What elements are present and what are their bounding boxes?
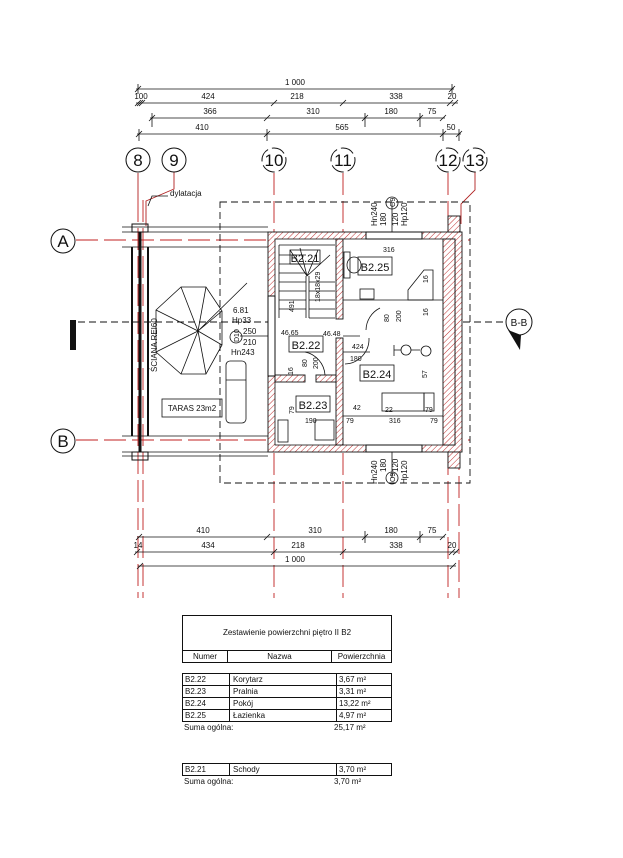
svg-text:218: 218 xyxy=(291,541,305,550)
svg-text:D10: D10 xyxy=(234,329,241,342)
room-b2-21: B2.21 xyxy=(291,253,320,265)
svg-text:79: 79 xyxy=(425,407,433,414)
grid-row-b: B xyxy=(57,432,68,451)
svg-text:366: 366 xyxy=(203,107,217,116)
svg-text:79: 79 xyxy=(346,418,354,425)
desk-chair xyxy=(393,344,432,357)
grid-col-9: 9 xyxy=(169,151,178,170)
room-b2-25: B2.25 xyxy=(361,262,390,274)
grid-col-13: 13 xyxy=(466,151,485,170)
svg-text:434: 434 xyxy=(201,541,215,550)
svg-text:250: 250 xyxy=(243,327,257,336)
svg-text:79: 79 xyxy=(430,418,438,425)
room-b2-23: B2.23 xyxy=(299,400,328,412)
roof-outline xyxy=(219,201,471,484)
table-header: Numer Nazwa Powierzchnia xyxy=(182,651,392,663)
svg-text:424: 424 xyxy=(201,92,215,101)
grid-col-11: 11 xyxy=(334,151,352,170)
svg-text:20: 20 xyxy=(448,541,457,550)
svg-text:410: 410 xyxy=(195,123,209,132)
svg-text:100: 100 xyxy=(134,92,148,101)
grid-col-8: 8 xyxy=(133,151,142,170)
svg-text:Hn240: Hn240 xyxy=(370,202,379,226)
svg-text:180: 180 xyxy=(384,107,398,116)
svg-text:46.48: 46.48 xyxy=(323,331,341,338)
terrace: ŚCIANA REI60 TARAS 23m2 6.81 Hp33 250 21… xyxy=(122,223,270,461)
svg-text:O9: O9 xyxy=(390,473,397,482)
svg-text:B-B: B-B xyxy=(511,318,528,329)
svg-text:80: 80 xyxy=(384,314,391,322)
svg-text:O9: O9 xyxy=(390,198,397,207)
grid-col-10: 10 xyxy=(265,151,284,170)
svg-text:75: 75 xyxy=(428,526,437,535)
building-walls xyxy=(267,215,463,469)
svg-text:218: 218 xyxy=(290,92,304,101)
svg-text:79: 79 xyxy=(289,406,296,414)
svg-text:57: 57 xyxy=(422,370,429,378)
svg-text:22: 22 xyxy=(385,407,393,414)
svg-text:180: 180 xyxy=(350,356,362,363)
svg-text:16: 16 xyxy=(423,275,430,283)
svg-text:6.81: 6.81 xyxy=(233,306,249,315)
svg-text:316: 316 xyxy=(389,418,401,425)
top-dimensions: 1 000 100 424 218 338 20 366 310 180 75 … xyxy=(134,78,463,141)
svg-text:16: 16 xyxy=(288,367,295,375)
svg-text:210: 210 xyxy=(243,338,257,347)
svg-text:310: 310 xyxy=(306,107,320,116)
svg-text:Hp120: Hp120 xyxy=(400,460,409,484)
room-b2-24: B2.24 xyxy=(363,369,392,381)
svg-text:316: 316 xyxy=(383,247,395,254)
bottom-dimensions: 410 310 180 75 14 434 218 338 20 1 000 xyxy=(134,526,460,570)
room-b2-22: B2.22 xyxy=(292,340,321,352)
svg-text:410: 410 xyxy=(196,526,210,535)
table-title: Zestawienie powierzchni piętro II B2 xyxy=(182,615,392,651)
svg-text:1 000: 1 000 xyxy=(285,78,306,87)
svg-text:Hp120: Hp120 xyxy=(400,202,409,226)
svg-text:200: 200 xyxy=(396,310,403,322)
svg-text:120: 120 xyxy=(391,212,400,226)
svg-text:46.65: 46.65 xyxy=(281,330,299,337)
grid-row-a: A xyxy=(57,232,69,251)
svg-text:491: 491 xyxy=(289,300,296,312)
svg-text:310: 310 xyxy=(308,526,322,535)
svg-text:14: 14 xyxy=(134,541,143,550)
svg-text:Hn243: Hn243 xyxy=(231,348,255,357)
terrace-label: TARAS 23m2 xyxy=(168,404,217,413)
grid-col-12: 12 xyxy=(439,151,458,170)
svg-text:42: 42 xyxy=(353,405,361,412)
interior: B2.21 18x18x29 491 46.65 46.48 B2.22 80 … xyxy=(277,196,443,485)
svg-text:180: 180 xyxy=(379,458,388,472)
table-sum: Suma ogólna:25,17 m² xyxy=(184,723,366,732)
sunbed xyxy=(225,360,247,424)
svg-text:200: 200 xyxy=(313,357,320,369)
umbrella-icon xyxy=(155,282,248,375)
svg-text:16: 16 xyxy=(423,308,430,316)
svg-text:Hn240: Hn240 xyxy=(370,460,379,484)
dilatation-label: dylatacja xyxy=(170,189,202,198)
wall-label: ŚCIANA REI60 xyxy=(150,318,159,372)
svg-text:18x18x29: 18x18x29 xyxy=(315,272,322,302)
svg-text:75: 75 xyxy=(428,107,437,116)
svg-text:338: 338 xyxy=(389,92,403,101)
svg-text:Hp33: Hp33 xyxy=(232,316,252,325)
svg-text:424: 424 xyxy=(352,344,364,351)
svg-text:20: 20 xyxy=(448,92,457,101)
svg-text:120: 120 xyxy=(391,458,400,472)
svg-text:180: 180 xyxy=(379,212,388,226)
svg-text:180: 180 xyxy=(384,526,398,535)
svg-text:1 000: 1 000 xyxy=(285,555,306,564)
area-schedule-table: Zestawienie powierzchni piętro II B2 Num… xyxy=(182,615,392,787)
svg-text:50: 50 xyxy=(447,123,456,132)
svg-text:338: 338 xyxy=(389,541,403,550)
svg-text:190: 190 xyxy=(305,418,317,425)
table-sum-2: Suma ogólna:3,70 m² xyxy=(184,777,362,786)
svg-text:80: 80 xyxy=(302,359,309,367)
svg-text:565: 565 xyxy=(335,123,349,132)
